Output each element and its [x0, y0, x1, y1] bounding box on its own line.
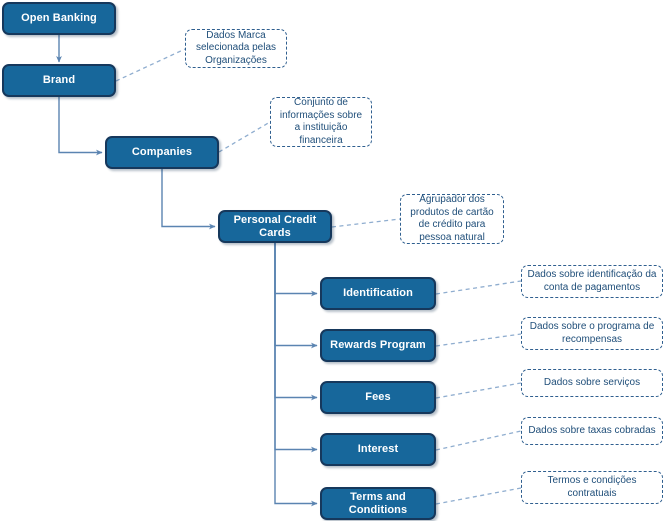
callout-fees-text: Dados sobre serviços [543, 376, 641, 388]
callout-terms-and-conditions-text: Termos e condições contratuais [547, 475, 637, 499]
callout-personal-credit-cards: Agrupador dos produtos de cartão de créd… [400, 194, 504, 244]
connector-pcc-to-fees [274, 243, 318, 401]
callout-interest-text: Dados sobre taxas cobradas [528, 424, 656, 436]
connector-brand-to-companies [58, 97, 103, 156]
callout-companies-text: Conjunto de informações sobre a institui… [279, 97, 363, 146]
node-fees-label: Fees [365, 391, 391, 404]
node-companies[interactable]: Companies [105, 136, 219, 169]
leader-personal-credit-cards [331, 218, 401, 228]
node-brand[interactable]: Brand [2, 64, 116, 97]
node-brand-label: Brand [42, 74, 76, 87]
leader-rewards-program [435, 333, 522, 347]
callout-brand-text: Dados Marca selecionada pelas Organizaçõ… [195, 29, 277, 66]
node-personal-credit-cards-label: Personal Credit Cards [233, 213, 317, 239]
node-open-banking-label: Open Banking [21, 12, 97, 25]
leader-interest [435, 430, 522, 451]
callout-interest: Dados sobre taxas cobradas [521, 417, 663, 445]
connector-pcc-to-rewards-program [274, 243, 318, 349]
node-fees[interactable]: Fees [320, 381, 436, 414]
callout-terms-and-conditions: Termos e condições contratuais [521, 471, 663, 504]
node-identification-label: Identification [343, 287, 413, 300]
connector-pcc-to-interest [274, 243, 318, 453]
callout-identification-text: Dados sobre identificação da conta de pa… [527, 269, 657, 293]
callout-personal-credit-cards-text: Agrupador dos produtos de cartão de créd… [410, 194, 494, 243]
node-interest[interactable]: Interest [320, 433, 436, 466]
node-interest-label: Interest [357, 443, 399, 456]
node-terms-and-conditions[interactable]: Terms and Conditions [320, 487, 436, 520]
node-companies-label: Companies [131, 146, 193, 159]
leader-companies [218, 121, 271, 153]
node-identification[interactable]: Identification [320, 277, 436, 310]
leader-identification [435, 280, 522, 295]
callout-fees: Dados sobre serviços [521, 369, 663, 397]
callout-rewards-program-text: Dados sobre o programa de recompensas [529, 321, 655, 345]
leader-terms-and-conditions [435, 487, 522, 505]
leader-fees [435, 382, 522, 399]
node-personal-credit-cards[interactable]: Personal Credit Cards [218, 210, 332, 243]
callout-identification: Dados sobre identificação da conta de pa… [521, 265, 663, 298]
callout-companies: Conjunto de informações sobre a institui… [270, 97, 372, 147]
node-terms-and-conditions-label: Terms and Conditions [348, 490, 408, 516]
leader-brand [115, 48, 186, 82]
connector-companies-to-pcc [161, 169, 216, 230]
callout-brand: Dados Marca selecionada pelas Organizaçõ… [185, 29, 287, 68]
connector-pcc-to-terms-and-conditions [274, 243, 318, 507]
node-rewards-program-label: Rewards Program [330, 339, 426, 352]
connector-pcc-to-identification [274, 243, 318, 297]
node-rewards-program[interactable]: Rewards Program [320, 329, 436, 362]
node-open-banking[interactable]: Open Banking [2, 2, 116, 35]
callout-rewards-program: Dados sobre o programa de recompensas [521, 317, 663, 350]
